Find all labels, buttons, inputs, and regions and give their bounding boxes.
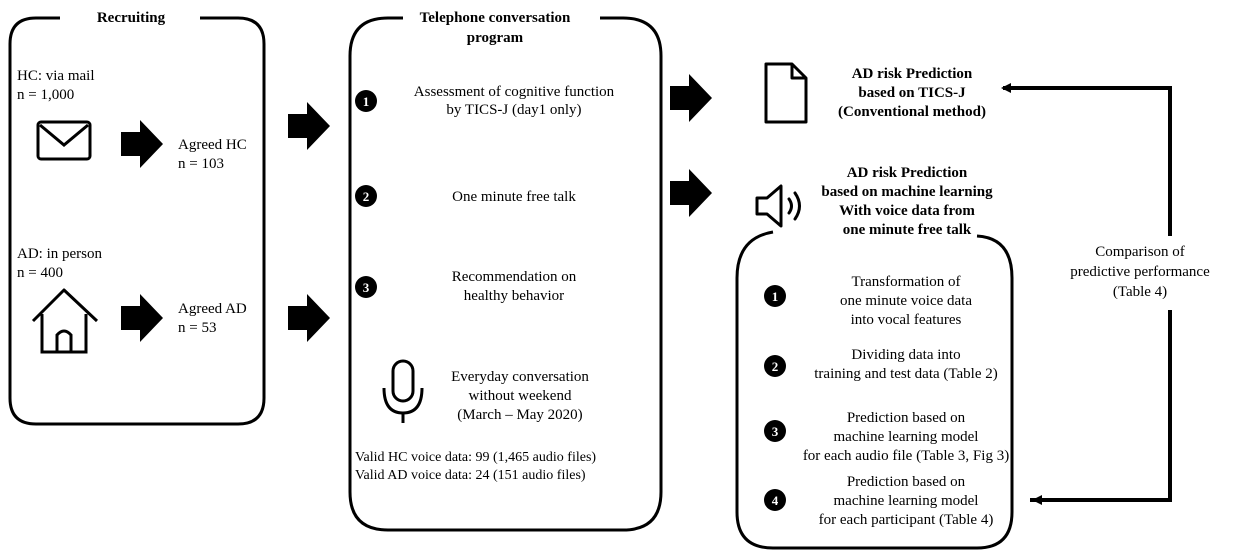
step-number: 3 [772,424,779,439]
step-text-line2: training and test data (Table 2) [814,366,997,382]
ml-step-3: 3 Prediction based on machine learning m… [764,410,1009,464]
ad-count: n = 400 [17,265,63,281]
step-number: 3 [363,280,370,295]
step-text-line1: Dividing data into [851,347,960,363]
arrow-ad-to-program [288,294,330,342]
ml-line1: AD risk Prediction [847,165,968,181]
speaker-icon [755,184,801,228]
step-text-line1: Prediction based on [847,474,966,490]
ticsj-line1: AD risk Prediction [852,66,973,82]
ml-line4: one minute free talk [843,222,972,238]
everyday-line2: without weekend [469,388,572,404]
step-number: 4 [772,493,779,508]
hc-agreed-count: n = 103 [178,156,224,172]
everyday-line3: (March – May 2020) [457,407,582,423]
comparison-line1: Comparison of [1095,244,1185,260]
arrow-to-ticsj [670,74,712,122]
step-text-line3: into vocal features [851,312,962,328]
ticsj-line3: (Conventional method) [838,104,986,120]
microphone-icon [382,359,424,423]
comparison-connector: Comparison of predictive performance (Ta… [1001,83,1226,505]
ml-prediction: AD risk Prediction based on machine lear… [735,165,1014,550]
house-icon [31,288,99,354]
step-text-line2: healthy behavior [464,288,564,304]
envelope-icon [36,120,92,161]
step-text-line1: Prediction based on [847,410,966,426]
step-text-line3: for each audio file (Table 3, Fig 3) [803,448,1009,464]
ml-step-2: 2 Dividing data into training and test d… [764,347,998,382]
arrow-to-ml [670,169,712,217]
ml-step-4: 4 Prediction based on machine learning m… [764,474,993,528]
step-number: 1 [772,289,779,304]
comparison-line3: (Table 4) [1113,284,1167,300]
comparison-line2: predictive performance [1070,264,1210,280]
arrow-ad-agreed [121,294,163,342]
recruiting-panel: Recruiting HC: via mail n = 1,000 Agreed… [8,10,266,426]
telephone-step-3: 3 Recommendation on healthy behavior [355,269,577,304]
step-text-line2: one minute voice data [840,293,972,309]
ad-agreed-label: Agreed AD [178,301,247,317]
step-number: 2 [363,189,370,204]
step-text-line2: by TICS-J (day1 only) [446,102,581,118]
ml-step-1: 1 Transformation of one minute voice dat… [764,274,972,328]
step-text-line1: One minute free talk [452,189,576,205]
document-icon [764,62,808,124]
valid-ad-voice-data: Valid AD voice data: 24 (151 audio files… [355,468,586,483]
ad-agreed-count: n = 53 [178,320,216,336]
recruiting-title: Recruiting [97,10,166,26]
telephone-step-1: 1 Assessment of cognitive function by TI… [355,84,615,118]
everyday-line1: Everyday conversation [451,369,589,385]
ticsj-prediction: AD risk Prediction based on TICS-J (Conv… [764,62,986,124]
step-text-line1: Assessment of cognitive function [414,84,615,100]
telephone-title-line2: program [467,30,524,46]
step-number: 1 [363,94,370,109]
telephone-title-line1: Telephone conversation [420,10,571,26]
ad-source-label: AD: in person [17,246,102,262]
hc-source-label: HC: via mail [17,68,95,84]
step-text-line1: Transformation of [851,274,960,290]
arrow-hc-to-program [288,102,330,150]
step-text-line1: Recommendation on [452,269,577,285]
ml-steps-panel [735,230,1014,550]
hc-count: n = 1,000 [17,87,74,103]
telephone-program-panel: Telephone conversation program 1 Assessm… [348,10,663,532]
step-text-line3: for each participant (Table 4) [819,512,994,528]
ml-line2: based on machine learning [821,184,993,200]
telephone-step-2: 2 One minute free talk [355,185,576,207]
hc-agreed-label: Agreed HC [178,137,247,153]
step-text-line2: machine learning model [834,493,979,509]
step-text-line2: machine learning model [834,429,979,445]
ml-line3: With voice data from [839,203,975,219]
step-number: 2 [772,359,779,374]
valid-hc-voice-data: Valid HC voice data: 99 (1,465 audio fil… [355,450,596,465]
arrow-hc-agreed [121,120,163,168]
ticsj-line2: based on TICS-J [858,85,966,101]
